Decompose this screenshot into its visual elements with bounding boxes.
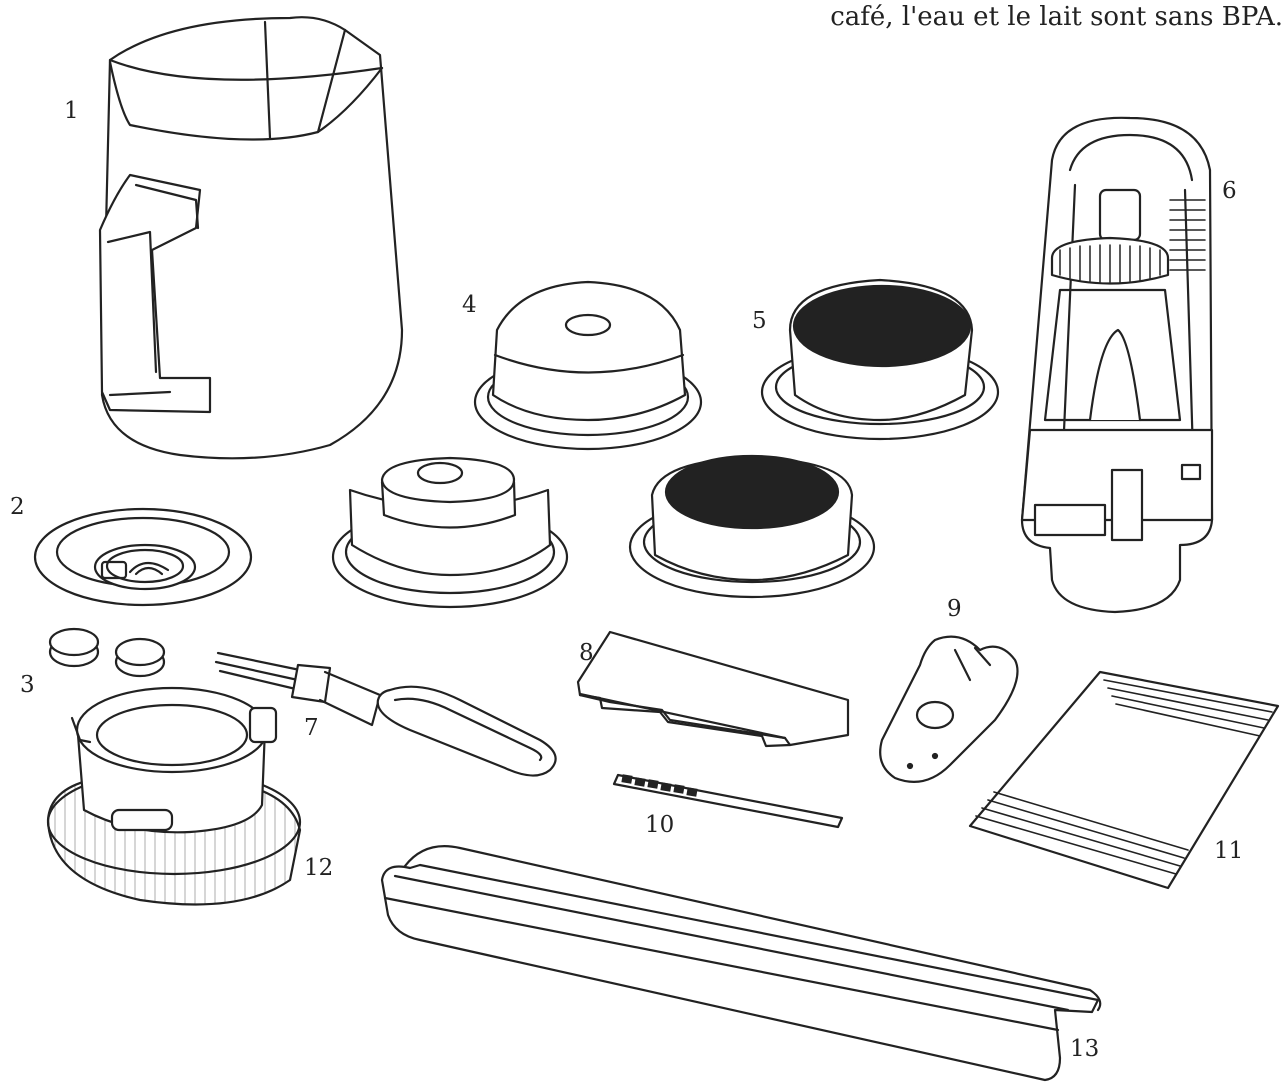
part-label-10: 10: [645, 812, 675, 838]
test-strip: [614, 774, 842, 827]
filter-basket-5a: [762, 280, 998, 439]
part-label-3: 3: [20, 672, 35, 698]
filter-basket-4a: [475, 282, 701, 449]
milk-jug: [100, 17, 402, 458]
cleaning-card: [578, 632, 848, 746]
part-label-1: 1: [64, 98, 79, 124]
part-label-11: 11: [1214, 838, 1244, 864]
access-tool: [880, 637, 1017, 782]
part-label-8: 8: [579, 640, 594, 666]
steam-disc: [35, 509, 251, 605]
cleaning-tablets: [50, 629, 164, 676]
dosing-funnel: [48, 688, 300, 905]
part-label-12: 12: [304, 855, 334, 881]
part-label-9: 9: [947, 596, 962, 622]
water-filter-holder: [1022, 118, 1212, 612]
part-label-6: 6: [1222, 178, 1237, 204]
part-label-13: 13: [1070, 1036, 1100, 1062]
channel-cover: [382, 846, 1100, 1080]
part-label-4: 4: [462, 292, 477, 318]
filter-basket-4b: [333, 458, 567, 607]
filter-basket-5b: [630, 456, 874, 597]
part-label-5: 5: [752, 308, 767, 334]
filter-sachet: [970, 672, 1278, 888]
page-caption: café, l'eau et le lait sont sans BPA.: [830, 2, 1283, 32]
part-label-2: 2: [10, 494, 25, 520]
cleaning-tool: [216, 653, 556, 776]
part-label-7: 7: [304, 715, 319, 741]
